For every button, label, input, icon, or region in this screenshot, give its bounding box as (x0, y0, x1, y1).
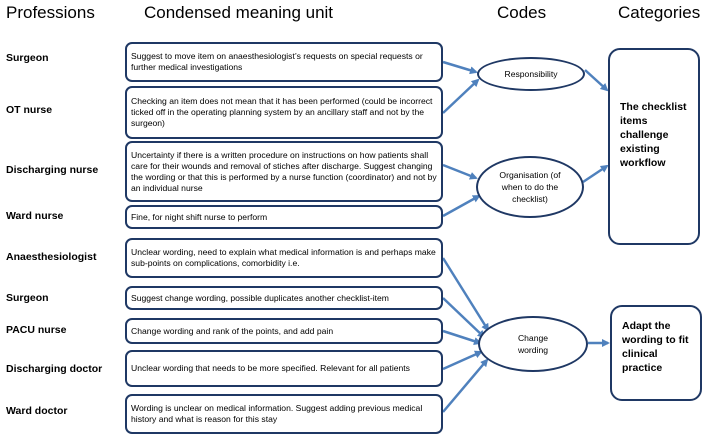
profession-label: OT nurse (6, 104, 53, 116)
meaning-box: Checking an item does not mean that it h… (125, 86, 443, 139)
header-codes: Codes (497, 3, 547, 22)
meaning-text: Uncertainty if there is a written proced… (131, 149, 437, 193)
arrow-row3-to-organisation (442, 163, 478, 180)
category-adapt-label: Adapt the wording to fit clinical practi… (622, 320, 689, 374)
header-categories: Categories (618, 3, 701, 22)
meaning-box: Unclear wording, need to explain what me… (125, 238, 443, 278)
arrow-row1-to-responsibility (442, 60, 478, 75)
arrow-row6-to-change-wording (442, 297, 486, 339)
header-meaning: Condensed meaning unit (144, 3, 334, 22)
meaning-box: Suggest to move item on anaesthesiologis… (125, 42, 443, 82)
code-organisation-label: Organisation (of when to do the checklis… (499, 170, 561, 204)
arrow-row2-to-responsibility (442, 78, 480, 114)
meaning-box: Uncertainty if there is a written proced… (125, 141, 443, 202)
meaning-box: Unclear wording that needs to be more sp… (125, 350, 443, 387)
meaning-text: Change wording and rank of the points, a… (131, 325, 334, 336)
profession-label: Surgeon (6, 292, 49, 304)
profession-label: Surgeon (6, 52, 49, 64)
meaning-text: Suggest change wording, possible duplica… (131, 292, 389, 303)
code-responsibility-label: Responsibility (504, 69, 558, 79)
meaning-box: Change wording and rank of the points, a… (125, 318, 443, 344)
arrow-responsibility-to-challenge (584, 69, 609, 92)
arrow-organisation-to-challenge (582, 164, 609, 184)
code-responsibility: Responsibility (477, 57, 585, 91)
category-challenge-label: The checklist items challenge existing w… (620, 101, 687, 169)
meaning-text: Unclear wording, need to explain what me… (131, 247, 436, 268)
meaning-text: Checking an item does not mean that it h… (131, 96, 433, 128)
meaning-text: Fine, for night shift nurse to perform (131, 211, 268, 222)
code-change-wording-label: Change wording (517, 333, 549, 355)
meaning-box: Suggest change wording, possible duplica… (125, 286, 443, 310)
profession-label: Ward doctor (6, 405, 68, 417)
header-professions: Professions (6, 3, 95, 22)
arrow-row7-to-change-wording (442, 329, 482, 345)
profession-label: Discharging nurse (6, 164, 99, 176)
meaning-text: Unclear wording that needs to be more sp… (131, 363, 410, 373)
profession-label: Ward nurse (6, 210, 64, 222)
code-change-wording: Change wording (478, 316, 588, 372)
meaning-text: Suggest to move item on anaesthesiologis… (131, 51, 423, 72)
meaning-box: Fine, for night shift nurse to perform (125, 205, 443, 229)
arrow-row8-to-change-wording (442, 350, 483, 371)
profession-label: Anaesthesiologist (6, 251, 97, 263)
meaning-box: Wording is unclear on medical informatio… (125, 394, 443, 434)
profession-label: PACU nurse (6, 324, 67, 336)
code-organisation: Organisation (of when to do the checklis… (476, 156, 584, 218)
profession-label: Discharging doctor (6, 363, 103, 375)
category-challenge-workflow: The checklist items challenge existing w… (608, 48, 700, 245)
arrow-row4-to-organisation (442, 194, 481, 218)
arrow-row5-to-change-wording (441, 257, 490, 332)
arrow-row9-to-change-wording (442, 358, 489, 413)
category-adapt-wording: Adapt the wording to fit clinical practi… (610, 305, 702, 401)
meaning-text: Wording is unclear on medical informatio… (131, 403, 423, 424)
